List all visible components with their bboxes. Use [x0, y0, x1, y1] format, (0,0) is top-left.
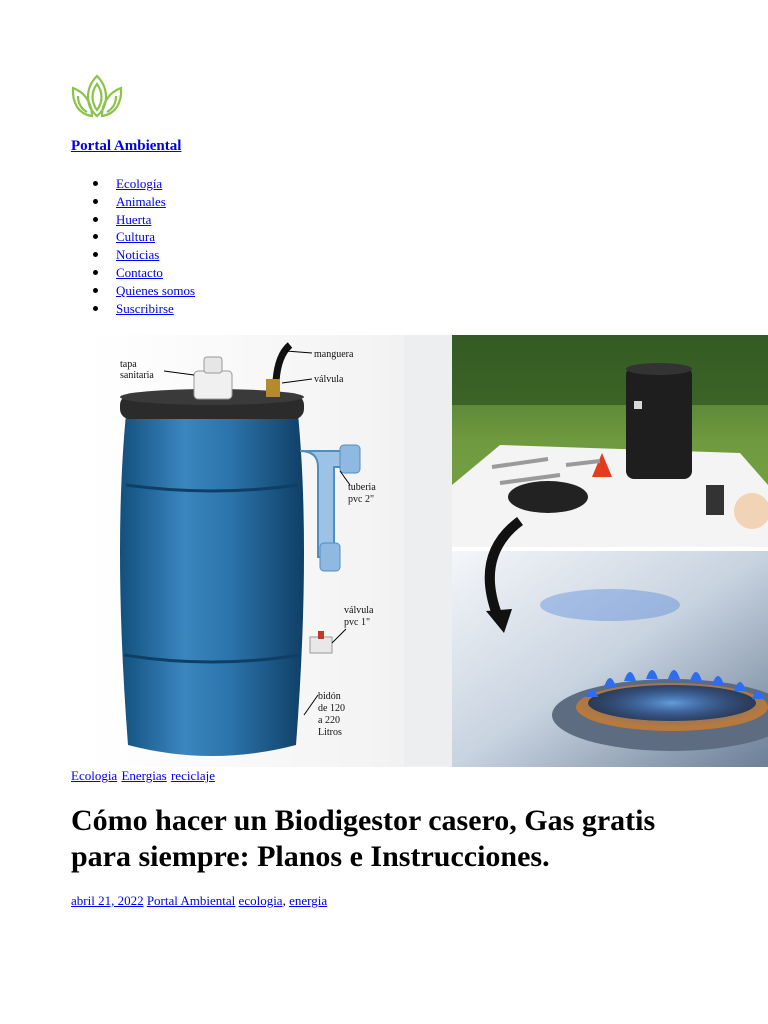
bullet	[93, 181, 98, 186]
nav-link-noticias[interactable]: Noticias	[116, 247, 160, 263]
label-tuberia-size: pvc 2"	[348, 494, 374, 505]
post-date-link[interactable]: abril 21, 2022	[71, 893, 144, 908]
tag-separator: ,	[282, 893, 286, 908]
site-title-link[interactable]: Portal Ambiental	[71, 138, 182, 154]
nav-item-noticias: Noticias	[71, 246, 195, 264]
bullet	[93, 305, 98, 311]
nav-link-huerta[interactable]: Huerta	[116, 211, 152, 227]
label-tapa: tapa	[120, 359, 137, 370]
post-title: Cómo hacer un Biodigestor casero, Gas gr…	[71, 804, 656, 873]
biodigester-illustration: tapa sanitaria manguera válvula tuberia …	[86, 335, 768, 767]
site-logo[interactable]	[70, 72, 124, 120]
bullet	[93, 234, 98, 240]
label-valvula: válvula	[314, 374, 344, 385]
bullet	[93, 198, 98, 204]
nav-item-animales: Animales	[71, 193, 195, 211]
nav-link-quienes-somos[interactable]: Quienes somos	[116, 282, 196, 298]
label-valvula2-size: pvc 1"	[344, 617, 370, 628]
post-tag-ecologia[interactable]: ecologia	[238, 893, 283, 908]
nav-item-cultura: Cultura	[71, 228, 195, 246]
nav-link-contacto[interactable]: Contacto	[116, 264, 163, 280]
bullet	[93, 252, 98, 258]
label-bidon-unit: Litros	[318, 727, 342, 738]
nav-item-ecologia: Ecología	[71, 175, 195, 193]
label-tuberia: tuberia	[348, 482, 376, 493]
category-link-energias[interactable]: Energias	[121, 768, 167, 783]
bullet	[93, 216, 98, 222]
nav-link-animales[interactable]: Animales	[116, 193, 166, 209]
nav-item-huerta: Huerta	[71, 211, 195, 229]
featured-image[interactable]: tapa sanitaria manguera válvula tuberia …	[0, 335, 768, 767]
nav-link-suscribirse[interactable]: Suscribirse	[116, 300, 174, 316]
nav-item-contacto: Contacto	[71, 264, 195, 282]
post-categories: Ecologia Energias reciclaje	[71, 768, 216, 784]
nav-link-ecologia[interactable]: Ecología	[116, 176, 163, 191]
label-bidon-range1: de 120	[318, 703, 345, 714]
post-tag-energia[interactable]: energia	[289, 893, 328, 908]
leaf-logo-icon	[71, 74, 123, 118]
nav-item-quienes-somos: Quienes somos	[71, 282, 195, 300]
nav-link-cultura[interactable]: Cultura	[116, 229, 155, 245]
category-link-reciclaje[interactable]: reciclaje	[170, 768, 215, 783]
label-bidon: bidón	[318, 691, 341, 702]
label-bidon-range2: a 220	[318, 715, 340, 726]
post-meta: abril 21, 2022 Portal Ambiental ecologia…	[71, 893, 327, 909]
main-nav: Ecología Animales Huerta Cultura Noticia…	[71, 175, 195, 317]
bullet	[93, 269, 98, 275]
post-author-link[interactable]: Portal Ambiental	[146, 893, 236, 908]
label-manguera: manguera	[314, 349, 354, 360]
category-link-ecologia[interactable]: Ecologia	[71, 768, 118, 783]
nav-item-suscribirse: Suscribirse	[71, 300, 195, 318]
label-sanitaria: sanitaria	[120, 370, 154, 381]
bullet	[93, 287, 98, 293]
label-valvula2: válvula	[344, 605, 374, 616]
